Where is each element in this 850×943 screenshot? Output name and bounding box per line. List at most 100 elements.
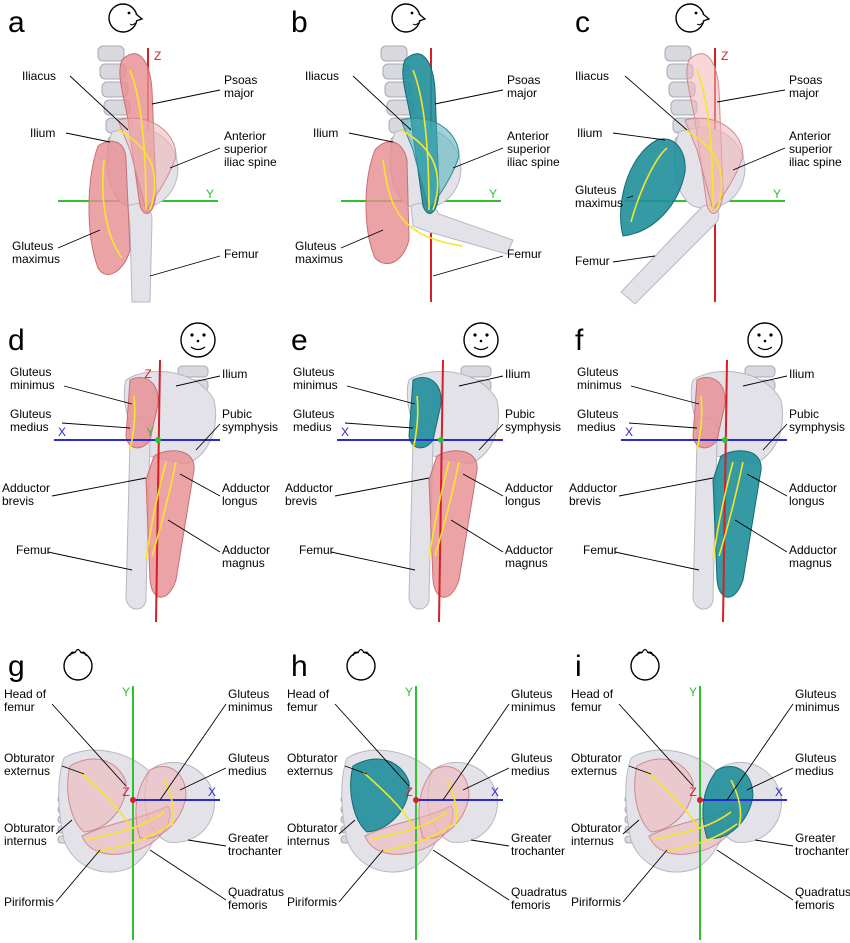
panel-letter: a [8, 6, 25, 39]
line-of-action [412, 395, 419, 451]
femur-bone [127, 203, 153, 303]
line-of-action [151, 461, 177, 557]
leader-line [614, 551, 700, 571]
gluteus-maximus-muscle [365, 141, 410, 264]
axis-label-y: Y [489, 187, 497, 201]
adductor-magnus-muscle [712, 450, 762, 598]
leader-line [55, 849, 101, 903]
axis-label-y: Y [206, 187, 214, 201]
axis-label-x: X [208, 785, 216, 799]
label-femur: Femur [575, 254, 610, 268]
leader-line [450, 519, 504, 553]
panel-letter: b [291, 6, 308, 39]
leader-line [69, 75, 129, 131]
leader-line [462, 473, 504, 497]
femur-bone [410, 203, 514, 255]
y-axis-dot [722, 437, 728, 443]
leader-line [716, 849, 794, 901]
leader-line [340, 229, 384, 249]
face-front-icon [747, 322, 783, 358]
vertebra [460, 365, 492, 378]
leader-line [612, 132, 666, 141]
label-femur: Femur [299, 543, 334, 557]
leader-line [338, 819, 356, 835]
leader-line [622, 849, 668, 903]
line-of-action [362, 771, 414, 827]
axis-label-x: X [341, 425, 349, 439]
line-of-action [163, 779, 175, 827]
panel-a: aZXYIliacusIliumGluteusmaximusPsoasmajor… [8, 3, 277, 303]
leader-line [734, 519, 788, 553]
leader-line [151, 89, 221, 105]
leader-line [334, 703, 410, 787]
line-of-action [129, 69, 147, 211]
head-top-icon [63, 648, 93, 681]
label-piriformis: Piriformis [287, 895, 337, 909]
line-of-action [117, 129, 156, 211]
z-axis-dot [697, 797, 703, 803]
z-axis-dot [130, 797, 136, 803]
leader-line [167, 519, 221, 553]
panel-letter: d [8, 324, 25, 357]
label-piriformis: Piriformis [571, 895, 621, 909]
leader-line [149, 255, 221, 277]
leader-line [169, 147, 221, 169]
head-side-icon [391, 3, 427, 33]
leader-line [149, 849, 227, 901]
label-iliacus: Iliacus [305, 69, 339, 83]
vertebra [380, 45, 408, 62]
leader-line [624, 75, 688, 131]
panel-letter: f [575, 324, 584, 357]
leader-line [432, 849, 510, 901]
axis-label-z: Z [154, 49, 161, 63]
line-of-action [368, 811, 448, 841]
leader-line [746, 473, 788, 497]
line-of-action [145, 461, 167, 561]
head-side-icon [675, 3, 711, 33]
line-of-action [718, 461, 744, 557]
leader-line [732, 147, 786, 171]
iliacus-muscle [684, 117, 744, 212]
leader-line [330, 551, 416, 571]
axis-label-z: Z [689, 785, 696, 799]
leader-line [61, 765, 85, 775]
leader-line [754, 839, 794, 847]
iliacus-muscle [117, 117, 177, 212]
panel-c: cZXYIliacusIliumGluteusmaximusFemurPsoas… [575, 3, 842, 305]
leader-line [478, 423, 504, 451]
leader-line [434, 89, 504, 105]
obturator-externus-muscle [634, 758, 694, 833]
leader-line [618, 703, 694, 787]
vertebra [744, 365, 776, 378]
axis-label-x: X [58, 425, 66, 439]
leader-line [622, 819, 640, 835]
iliacus-muscle [400, 117, 460, 212]
line-of-action [712, 461, 734, 561]
line-of-action [652, 811, 732, 841]
label-femur: Femur [507, 247, 542, 261]
leader-line [334, 477, 430, 497]
leader-line [762, 423, 788, 451]
label-femur: Femur [583, 543, 618, 557]
leader-line [716, 89, 786, 103]
